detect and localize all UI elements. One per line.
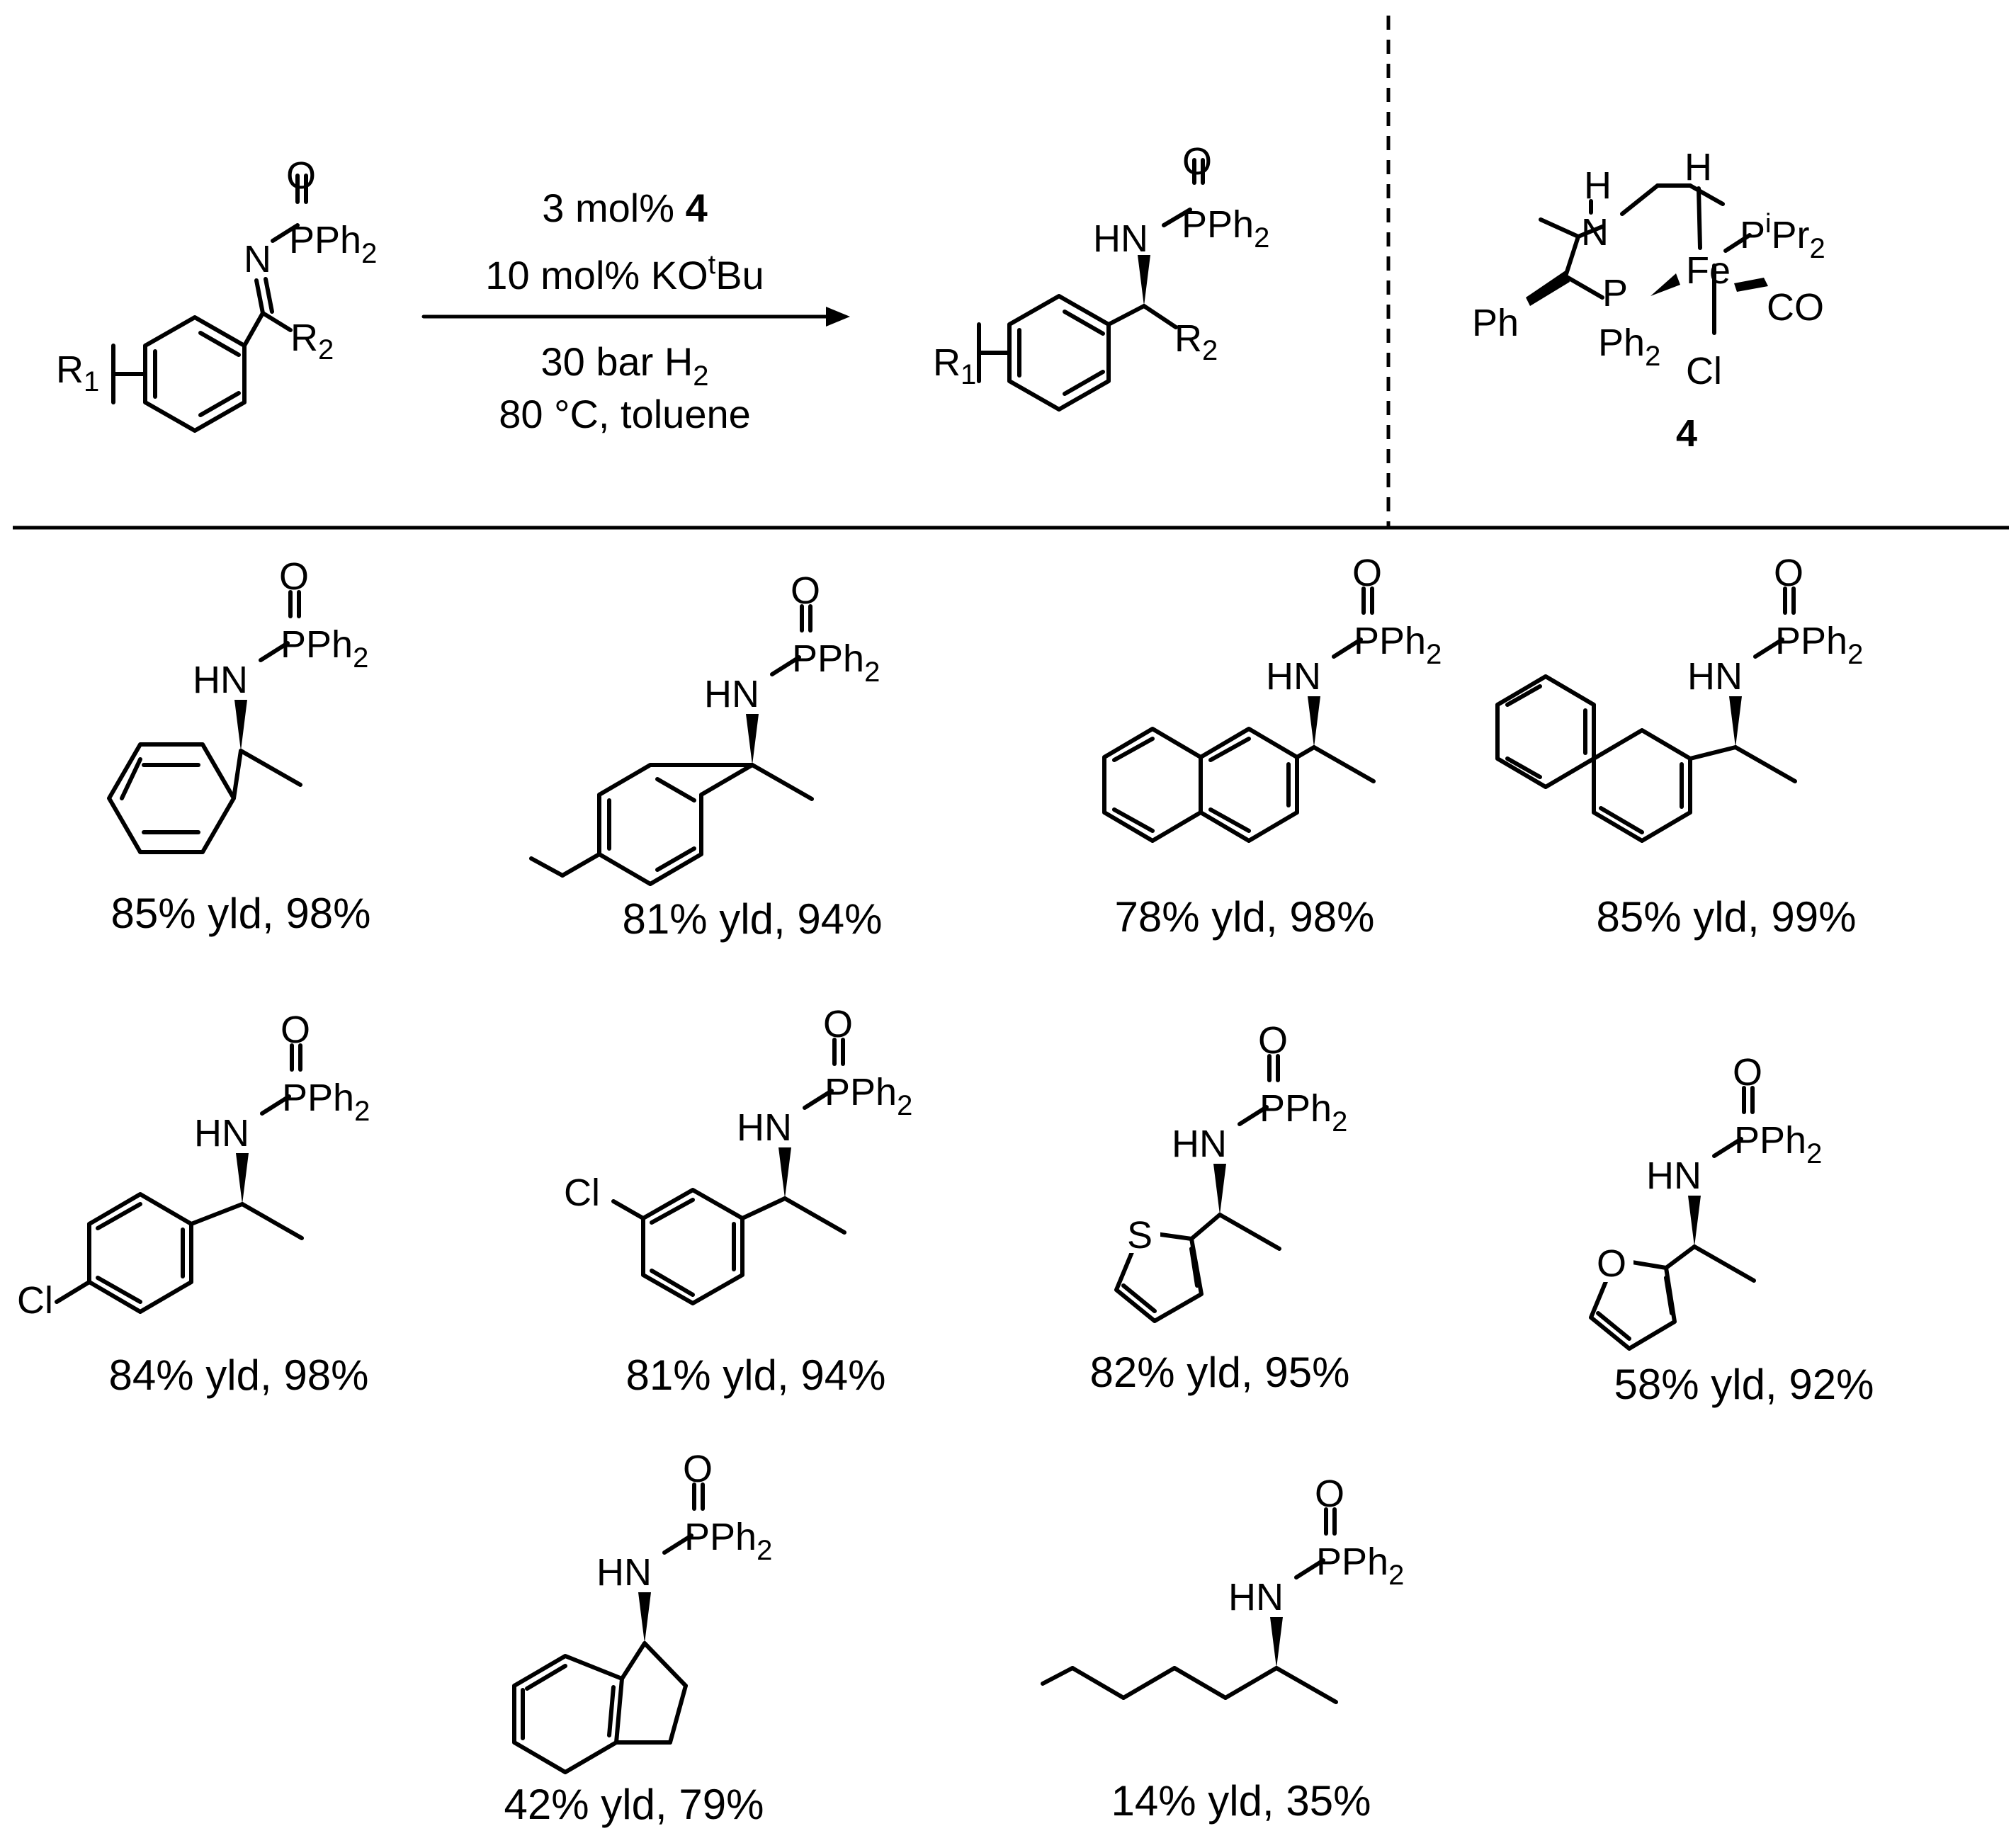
condition-catalyst-loading: 3 mol% 4: [542, 186, 707, 230]
substrate-10: [1041, 1473, 1404, 1702]
substrate-1: [107, 555, 368, 854]
svg-text:Ph2: Ph2: [1598, 322, 1660, 372]
substrate-5: Cl: [17, 1009, 370, 1322]
substrate-3: [1102, 552, 1442, 843]
svg-text:PiPr2: PiPr2: [1740, 209, 1825, 264]
substrate-6: Cl: [564, 1003, 912, 1305]
general-product: HN PPh2 O R1 R2: [933, 140, 1269, 412]
starting-imine: R1 R2 N PPh2 O: [56, 154, 377, 433]
r-label: R: [56, 348, 84, 391]
iso-superscript: i: [1765, 209, 1771, 239]
condition-pressure: 30 bar H2: [540, 339, 708, 392]
r-label: R: [933, 341, 961, 384]
subscript-2: 2: [1645, 341, 1660, 372]
yield-label: 14% yld, 35%: [1111, 1777, 1371, 1825]
phenyl-label: Ph: [1598, 322, 1645, 364]
nitrogen-label: N: [1581, 211, 1609, 254]
iron-label: Fe: [1686, 249, 1731, 292]
yield-label: 42% yld, 79%: [504, 1781, 764, 1828]
svg-text:PPh2: PPh2: [289, 219, 377, 269]
svg-text:R1: R1: [933, 341, 976, 390]
r-label: R: [1174, 317, 1202, 360]
svg-text:R2: R2: [290, 317, 334, 365]
chlorine-label: Cl: [564, 1172, 600, 1214]
subscript-2: 2: [1254, 222, 1269, 254]
yield-label: 82% yld, 95%: [1090, 1349, 1350, 1396]
hydrogen-label: H: [1584, 164, 1612, 207]
substrate-7: S: [1114, 1019, 1347, 1323]
catalyst-number: 4: [1676, 412, 1697, 455]
yield-label: 81% yld, 94%: [623, 895, 883, 943]
substrate-9: [512, 1448, 772, 1774]
subscript-1: 1: [84, 366, 99, 397]
subscript-2: 2: [1809, 233, 1825, 264]
svg-text:R2: R2: [1174, 317, 1218, 366]
substrate-2: [529, 569, 880, 886]
yield-label: 85% yld, 99%: [1597, 893, 1857, 941]
subscript-2: 2: [318, 334, 334, 365]
phosphorus-ph-label: PPh: [289, 219, 361, 261]
amine-nh-label: HN: [1093, 217, 1148, 260]
nitrogen-label: N: [244, 238, 271, 280]
yield-label: 81% yld, 94%: [626, 1351, 886, 1399]
oxygen-label: O: [286, 154, 316, 197]
phosphine-p-label: P: [1602, 272, 1628, 314]
chlorine-label: Cl: [17, 1279, 53, 1322]
phosphine-p-label: P: [1740, 214, 1765, 256]
oxygen-label: O: [1182, 140, 1212, 183]
phosphorus-ph-label: PPh: [1182, 203, 1254, 246]
substrate-4: [1495, 552, 1863, 843]
phenyl-label: Ph: [1472, 302, 1519, 344]
svg-text:PPh2: PPh2: [1182, 203, 1269, 254]
yield-label: 84% yld, 98%: [109, 1351, 369, 1399]
yield-label: 78% yld, 98%: [1115, 893, 1375, 941]
reaction-conditions: 3 mol% 4 10 mol% KOtBu 30 bar H2 80 °C, …: [485, 186, 764, 436]
oxygen-label: O: [1597, 1242, 1626, 1285]
condition-base: 10 mol% KOtBu: [485, 250, 764, 297]
reaction-arrow: [421, 307, 850, 327]
propyl-label: Pr: [1771, 214, 1809, 256]
yield-label: 58% yld, 92%: [1614, 1361, 1874, 1408]
subscript-2: 2: [1202, 335, 1218, 366]
hydride-label: H: [1684, 146, 1712, 188]
condition-temperature-solvent: 80 °C, toluene: [499, 392, 751, 436]
carbonyl-label: CO: [1767, 286, 1824, 329]
sulfur-label: S: [1127, 1214, 1153, 1257]
yield-label: 85% yld, 98%: [111, 890, 371, 937]
r-label: R: [290, 317, 318, 359]
catalyst-4: H N H Fe PiPr2 P Ph2 Ph CO Cl 4: [1472, 146, 1825, 455]
subscript-2: 2: [361, 238, 377, 269]
svg-text:R1: R1: [56, 348, 99, 397]
subscript-1: 1: [961, 359, 976, 390]
chloride-label: Cl: [1686, 350, 1722, 392]
substrate-8: O: [1589, 1051, 1822, 1351]
